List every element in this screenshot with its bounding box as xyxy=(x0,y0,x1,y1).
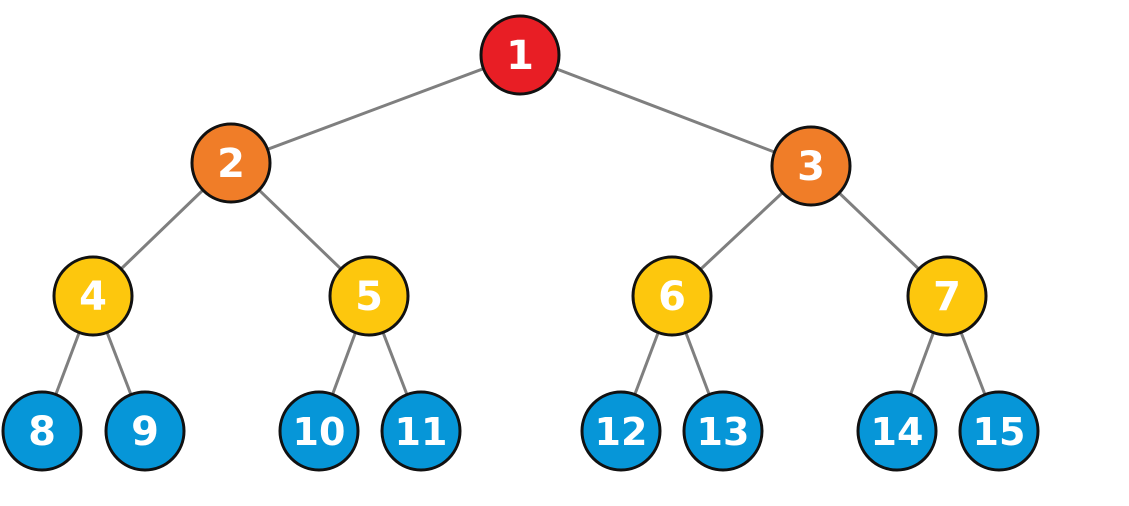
node-label-15: 15 xyxy=(973,410,1026,454)
node-circle-14 xyxy=(856,390,938,472)
node-circle-3 xyxy=(770,125,852,207)
node-label-1: 1 xyxy=(506,33,534,79)
tree-node-14: 14 xyxy=(856,390,938,472)
tree-node-5: 5 xyxy=(328,255,410,337)
node-circle-5 xyxy=(328,255,410,337)
node-circle-10 xyxy=(278,390,360,472)
tree-edges xyxy=(40,53,1001,432)
tree-node-13: 13 xyxy=(682,390,764,472)
tree-node-9: 9 xyxy=(104,390,186,472)
node-label-8: 8 xyxy=(28,409,56,455)
node-label-2: 2 xyxy=(217,141,245,187)
node-label-14: 14 xyxy=(871,410,924,454)
node-circle-13 xyxy=(682,390,764,472)
tree-node-3: 3 xyxy=(770,125,852,207)
tree-node-15: 15 xyxy=(958,390,1040,472)
tree-node-7: 7 xyxy=(906,255,988,337)
node-label-7: 7 xyxy=(933,274,961,320)
edge-1-2 xyxy=(230,53,521,165)
node-label-5: 5 xyxy=(355,274,383,320)
node-circle-8 xyxy=(1,390,83,472)
tree-node-6: 6 xyxy=(631,255,713,337)
node-circle-1 xyxy=(479,14,561,96)
node-circle-9 xyxy=(104,390,186,472)
node-label-10: 10 xyxy=(293,410,346,454)
node-label-11: 11 xyxy=(395,410,448,454)
node-label-9: 9 xyxy=(131,409,159,455)
node-circle-15 xyxy=(958,390,1040,472)
node-label-13: 13 xyxy=(697,410,750,454)
edge-1-3 xyxy=(519,53,812,168)
node-label-4: 4 xyxy=(79,274,107,320)
node-circle-12 xyxy=(580,390,662,472)
node-label-12: 12 xyxy=(595,410,648,454)
tree-node-12: 12 xyxy=(580,390,662,472)
node-circle-11 xyxy=(380,390,462,472)
tree-node-11: 11 xyxy=(380,390,462,472)
tree-node-4: 4 xyxy=(52,255,134,337)
tree-node-10: 10 xyxy=(278,390,360,472)
tree-node-2: 2 xyxy=(190,122,272,204)
node-label-3: 3 xyxy=(797,144,825,190)
node-circle-7 xyxy=(906,255,988,337)
node-label-6: 6 xyxy=(658,274,686,320)
node-circle-6 xyxy=(631,255,713,337)
node-circle-2 xyxy=(190,122,272,204)
tree-node-8: 8 xyxy=(1,390,83,472)
node-circle-4 xyxy=(52,255,134,337)
tree-node-1: 1 xyxy=(479,14,561,96)
